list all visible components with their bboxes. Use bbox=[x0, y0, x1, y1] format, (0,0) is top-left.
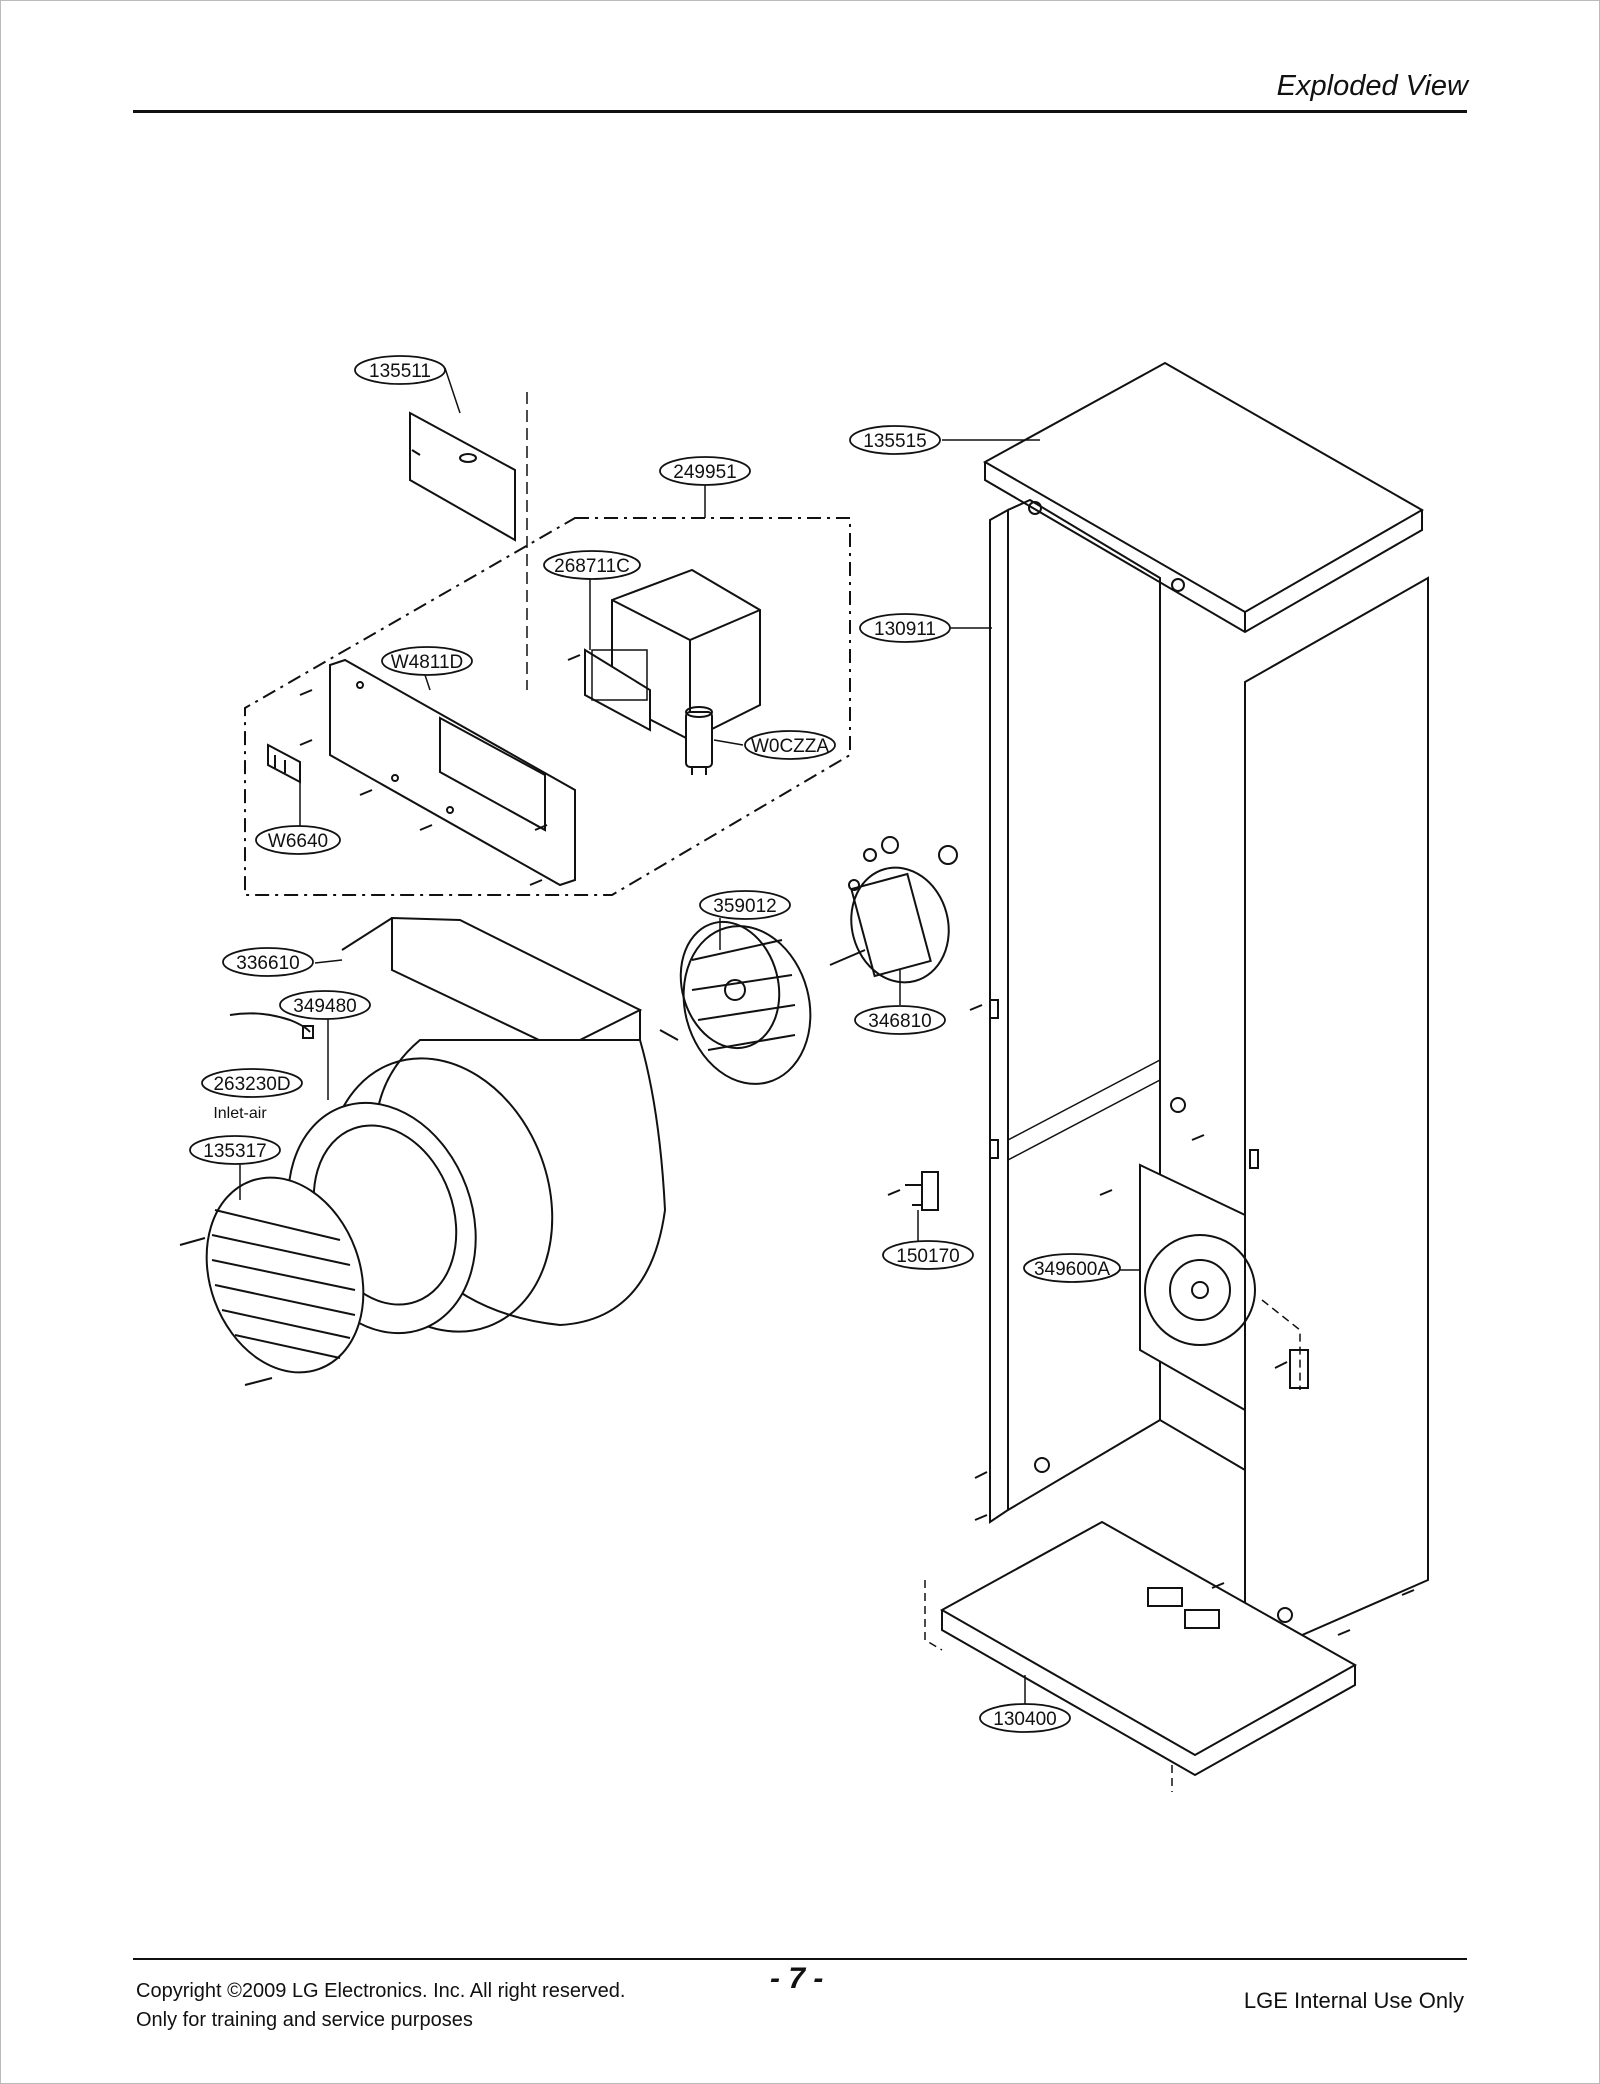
callout-w0czza: W0CZZA bbox=[751, 736, 829, 757]
control-box-plate bbox=[329, 658, 576, 887]
page-number: - 7 - bbox=[770, 1962, 824, 1995]
callout-349600a: 349600A bbox=[1034, 1259, 1110, 1280]
cabinet-body bbox=[989, 498, 1429, 1662]
callout-249951: 249951 bbox=[673, 462, 736, 483]
callout-130911: 130911 bbox=[874, 619, 936, 640]
pcb-box bbox=[584, 568, 761, 742]
footer-copyright: Copyright ©2009 LG Electronics. Inc. All… bbox=[136, 1980, 626, 2002]
callout-359012: 359012 bbox=[713, 896, 776, 917]
screws bbox=[299, 654, 1415, 1636]
callout-268711c: 268711C bbox=[554, 556, 630, 577]
callout-135511: 135511 bbox=[369, 361, 431, 382]
wire-holder bbox=[905, 1171, 939, 1211]
control-box-outline bbox=[244, 392, 851, 896]
callout-263230d: 263230D bbox=[213, 1074, 290, 1095]
callout-150170: 150170 bbox=[896, 1246, 959, 1267]
callout-135317: 135317 bbox=[203, 1141, 266, 1162]
fan-wheel bbox=[659, 920, 812, 1085]
callout-w4811d: W4811D bbox=[391, 652, 464, 673]
terminal-block bbox=[267, 743, 301, 784]
motor-mount-bracket bbox=[1139, 1163, 1309, 1412]
callout-ovals bbox=[189, 355, 1121, 1733]
callout-336610: 336610 bbox=[236, 953, 299, 974]
callout-135515: 135515 bbox=[863, 431, 926, 452]
callout-346810: 346810 bbox=[868, 1011, 931, 1032]
fan-motor bbox=[829, 836, 958, 984]
leader-lines bbox=[239, 367, 1140, 1705]
footer-internal-note: LGE Internal Use Only bbox=[1243, 1988, 1464, 2013]
footer-training-note: Only for training and service purposes bbox=[136, 2009, 473, 2031]
callout-w6640: W6640 bbox=[268, 831, 328, 852]
footer-rule bbox=[133, 1958, 1467, 1960]
inlet-air-label: Inlet-air bbox=[213, 1105, 267, 1122]
control-box-cover bbox=[409, 411, 516, 542]
callout-130400: 130400 bbox=[993, 1709, 1056, 1730]
callout-349480: 349480 bbox=[293, 996, 356, 1017]
footer-copyright-block: Copyright ©2009 LG Electronics. Inc. All… bbox=[136, 1977, 625, 2035]
base-plate bbox=[924, 1520, 1358, 1792]
page-title: Exploded View bbox=[1276, 70, 1468, 102]
inlet-air-sensor bbox=[229, 1012, 314, 1039]
capacitor bbox=[685, 706, 713, 775]
top-cover bbox=[982, 361, 1425, 634]
inlet-grille bbox=[179, 1176, 365, 1386]
header-rule bbox=[133, 110, 1467, 113]
